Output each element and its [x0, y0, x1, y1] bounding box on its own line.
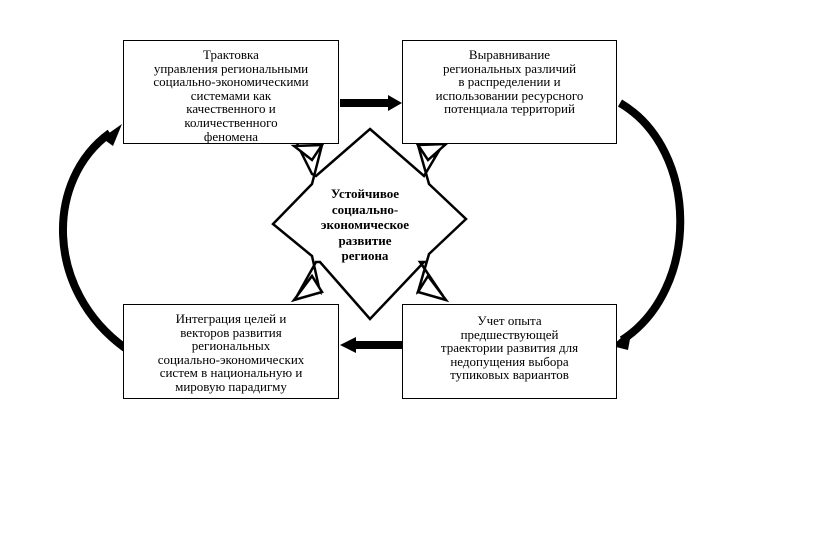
box-equalization: Выравнивание региональных различий в рас… [402, 40, 617, 144]
box-interpretation: Трактовка управления региональными социа… [123, 40, 339, 144]
arrow-top-shaft [340, 99, 390, 107]
box-integration-text: Интеграция целей и векторов развития рег… [157, 311, 305, 394]
arrow-top-head [388, 95, 402, 111]
arrow-bottom-head [340, 337, 356, 353]
arrow-bottom-shaft [354, 341, 402, 349]
box-experience-text: Учет опыта предшествующей траектории раз… [440, 313, 579, 383]
cycle-arc-left-arrowhead [102, 124, 122, 146]
star-arrow-bottom-left [290, 273, 324, 303]
cycle-arc-right [617, 99, 685, 344]
star-arrow-bottom-right [416, 273, 450, 303]
box-equalization-text: Выравнивание региональных различий в рас… [435, 47, 584, 117]
box-integration: Интеграция целей и векторов развития рег… [123, 304, 339, 399]
center-label: Устойчивое социально- экономическое разв… [320, 186, 410, 263]
box-interpretation-text: Трактовка управления региональными социа… [153, 47, 309, 144]
box-experience: Учет опыта предшествующей траектории раз… [402, 304, 617, 399]
star-arrow-top-right [415, 142, 450, 162]
star-arrow-top-left [290, 143, 325, 162]
cycle-arc-right-arrowhead [612, 328, 632, 350]
cycle-arc-left [59, 129, 128, 352]
